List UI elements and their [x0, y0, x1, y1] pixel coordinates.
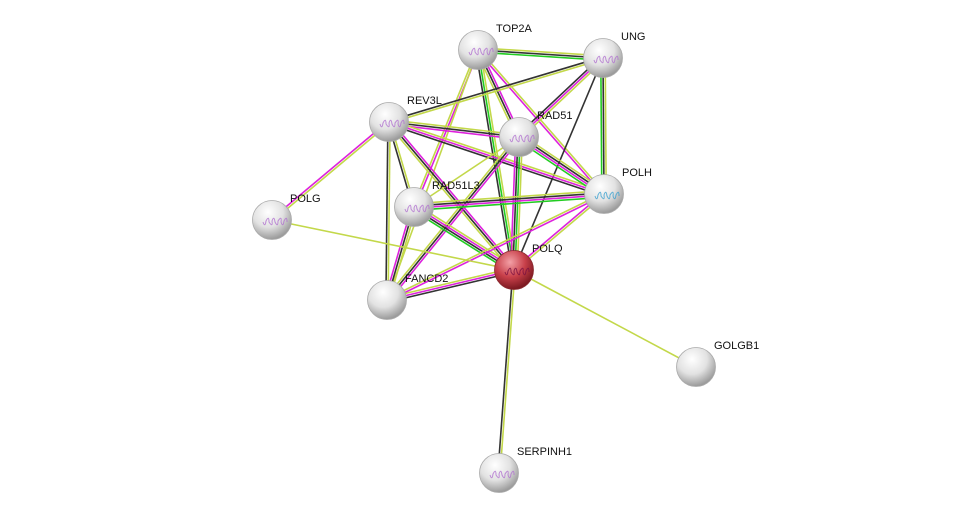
edge-line-textmining [478, 47, 604, 57]
edge-line-experiments [414, 194, 605, 209]
edge-line-textmining [271, 219, 515, 271]
edge-top2a-polh[interactable] [476, 48, 606, 196]
edge-rev3l-polq[interactable] [386, 120, 517, 272]
node-sphere[interactable] [367, 280, 407, 320]
protein-structure-icon [509, 134, 535, 143]
edge-ung-rev3l[interactable] [388, 56, 604, 124]
protein-structure-icon [594, 191, 620, 200]
edge-line-coexpression [477, 49, 604, 59]
edge-line-textmining [413, 136, 520, 208]
edge-line-coexpression [413, 192, 604, 207]
edge-line-experiments [476, 50, 604, 196]
node-rad51[interactable]: RAD51 [499, 110, 573, 157]
node-serpinh1[interactable]: SERPINH1 [479, 446, 573, 493]
protein-structure-icon [468, 47, 494, 56]
edge-line-textmining [384, 135, 518, 300]
node-rad51l3[interactable]: RAD51L3 [394, 180, 480, 227]
node-label: RAD51 [537, 110, 572, 122]
edge-line-coexpression [602, 57, 605, 195]
node-label: POLH [622, 167, 652, 179]
edge-line-coexpression [475, 50, 513, 271]
edge-line-experiments [386, 269, 515, 301]
edge-rev3l-polg[interactable] [270, 120, 391, 222]
node-label: POLG [290, 193, 321, 205]
node-label: TOP2A [496, 23, 533, 35]
node-label: POLQ [532, 243, 563, 255]
edge-line-textmining [386, 122, 513, 272]
node-ung[interactable]: UNG [583, 31, 646, 78]
edge-rad51-rad51l3[interactable] [413, 136, 520, 208]
edge-polh-fancd2[interactable] [386, 192, 605, 302]
node-label: UNG [621, 31, 645, 43]
edge-line-textmining [413, 189, 604, 205]
edge-line-neighborhood [600, 58, 603, 195]
node-polh[interactable]: POLH [584, 167, 653, 214]
edge-line-experiments [390, 120, 517, 270]
edge-line-neighborhood [477, 51, 603, 61]
node-label: REV3L [407, 95, 442, 107]
edge-rev3l-polh[interactable] [388, 119, 605, 197]
edge-line-coexpression [388, 121, 515, 271]
protein-structure-icon [504, 267, 530, 276]
edge-polg-polq[interactable] [271, 219, 515, 271]
node-fancd2[interactable]: FANCD2 [367, 273, 449, 320]
edge-line-experiments [388, 121, 605, 195]
edge-rad51-fancd2[interactable] [384, 135, 522, 302]
edge-rev3l-fancd2[interactable] [385, 121, 391, 301]
edge-line-textmining [389, 119, 605, 193]
edge-fancd2-polq[interactable] [386, 267, 515, 303]
edge-line-textmining [604, 57, 607, 194]
protein-structure-icon [262, 217, 288, 226]
node-label: SERPINH1 [517, 446, 572, 458]
edge-line-coexpression [386, 136, 520, 301]
node-rev3l[interactable]: REV3L [369, 95, 442, 142]
protein-structure-icon [404, 204, 430, 213]
edge-line-coexpression [385, 121, 389, 300]
edge-line-coexpression [388, 123, 604, 197]
edge-line-coexpression [387, 271, 515, 303]
edge-line-textmining [386, 267, 514, 299]
node-polq[interactable]: POLQ [494, 243, 564, 290]
edge-rad51l3-polh[interactable] [413, 189, 605, 212]
edge-line-textmining [272, 122, 391, 222]
edge-line-coexpression [388, 56, 603, 122]
protein-structure-icon [593, 55, 619, 64]
edge-line-textmining [386, 192, 604, 300]
node-polg[interactable]: POLG [252, 193, 321, 240]
edge-line-coexpression [497, 269, 514, 473]
edge-top2a-ung[interactable] [477, 47, 604, 61]
edge-line-experiments [387, 194, 605, 302]
edge-line-textmining [387, 122, 391, 301]
node-top2a[interactable]: TOP2A [458, 23, 533, 70]
node-label: GOLGB1 [714, 340, 759, 352]
node-sphere[interactable] [676, 347, 716, 387]
edge-polq-golgb1[interactable] [513, 269, 697, 368]
node-golgb1[interactable]: GOLGB1 [676, 340, 760, 387]
protein-structure-icon [379, 119, 405, 128]
edge-line-textmining [499, 270, 516, 474]
node-label: FANCD2 [405, 273, 448, 285]
edge-line-textmining [389, 119, 520, 136]
edges-layer [270, 47, 697, 474]
edge-ung-polh[interactable] [600, 57, 607, 195]
edge-line-neighborhood [414, 196, 605, 212]
edge-line-experiments [388, 137, 522, 302]
node-label: RAD51L3 [432, 180, 480, 192]
edge-line-coexpression [388, 121, 520, 138]
edge-line-textmining [513, 269, 697, 368]
edge-line-textmining [389, 58, 604, 124]
protein-structure-icon [489, 470, 515, 479]
edge-polq-serpinh1[interactable] [497, 269, 516, 474]
edge-line-textmining [478, 48, 606, 194]
edge-line-textmining [415, 203, 517, 268]
edge-line-neighborhood [411, 209, 513, 274]
edge-line-experiments [270, 120, 389, 220]
